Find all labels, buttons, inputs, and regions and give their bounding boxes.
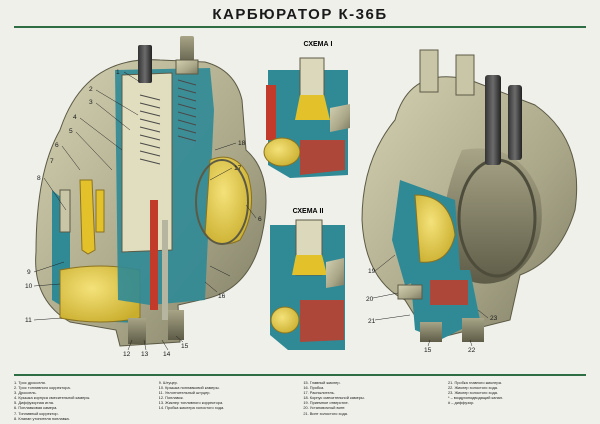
callout-17: 17 — [234, 165, 242, 172]
legend-item: 9. Штуцер. — [158, 380, 178, 385]
callout-21: 21 — [368, 318, 376, 325]
callout-6-b: 6 — [258, 216, 262, 223]
legend-item: 19. Приемное отверстие. — [303, 400, 349, 406]
callout-19: 19 — [368, 268, 376, 275]
legend-item: 16. Пробка. — [303, 385, 325, 391]
legend-column-4: 21. Пробка главного жиклера. 22. Жиклер … — [448, 380, 586, 422]
callout-10: 10 — [25, 283, 33, 290]
legend-item: 3. Дроссель. — [14, 390, 37, 396]
callout-15: 15 — [181, 343, 189, 350]
schema-2-title: СХЕМА II — [293, 208, 324, 215]
legend-item: 23. Жиклер холостого хода. — [447, 390, 499, 396]
legend-item: 21. Пробка главного жиклера. — [447, 380, 502, 385]
legend-item: 20. Установочный винт. — [303, 405, 346, 411]
callout-2: 2 — [89, 86, 93, 93]
schema-2-diagram: СХЕМА II — [270, 208, 345, 350]
leader-lines — [33, 71, 489, 351]
legend-item: 18. Корпус смесительной камеры. — [303, 395, 365, 401]
callout-16: 16 — [218, 293, 226, 300]
callout-9: 9 — [27, 269, 31, 276]
legend-item: 1. Трос дросселя. — [14, 380, 46, 385]
legend-item: 12. Поплавок. — [158, 395, 184, 401]
page-title: КАРБЮРАТОР К-36Б — [212, 6, 388, 23]
legend-item: 15. Главный жиклер. — [303, 380, 341, 385]
legend-item: # – диффузор. — [447, 400, 475, 406]
callout-8: 8 — [37, 175, 41, 182]
legend-item: 17. Распылитель. — [303, 390, 335, 396]
callout-20: 20 — [366, 296, 374, 303]
schema-1-title: СХЕМА I — [304, 41, 333, 48]
callout-22: 22 — [468, 347, 476, 354]
legend-item: 13. Жиклер топливного корректора. — [158, 400, 224, 406]
legend-item: 14. Пробка жиклера холостого хода. — [158, 405, 225, 411]
legend-item: * – воздухоподводящий канал. — [447, 395, 504, 401]
schema-1-diagram: СХЕМА I — [263, 41, 350, 178]
legend-item: 2. Трос топливного корректора. — [14, 385, 71, 391]
legend-item: 8. Клапан утопителя поплавка. — [14, 415, 70, 421]
legend-item: 21. Винт холостого хода. — [303, 410, 348, 416]
callout-4: 4 — [73, 114, 77, 121]
callout-1: 1 — [116, 69, 120, 76]
legend-rule — [14, 374, 586, 376]
callout-3: 3 — [89, 99, 93, 106]
callout-5: 5 — [69, 128, 73, 135]
legend-column-2: 9. Штуцер. 10. Крышка поплавковой камеры… — [159, 380, 297, 422]
legend-item: 6. Поплавковая камера. — [14, 405, 58, 411]
legend-item: 22. Жиклер холостого хода. — [447, 385, 499, 391]
legend: 1. Трос дросселя. 2. Трос топливного кор… — [14, 380, 586, 422]
callout-18: 18 — [238, 140, 246, 147]
callout-15-b: 15 — [424, 347, 432, 354]
callout-6: 6 — [55, 142, 59, 149]
callout-23: 23 — [490, 315, 498, 322]
legend-item: 7. Топливный корректор. — [14, 410, 59, 416]
legend-item: 11. Уплотнительный штуцер. — [158, 390, 211, 396]
callout-7: 7 — [50, 158, 54, 165]
left-cutaway — [35, 36, 267, 347]
legend-item: 4. Крышка корпуса смесительной камеры. — [14, 395, 91, 401]
legend-item: 10. Крышка поплавковой камеры. — [158, 385, 220, 391]
callout-12: 12 — [123, 351, 131, 358]
title-rule — [14, 26, 586, 28]
callout-11: 11 — [25, 317, 32, 324]
callout-13: 13 — [141, 351, 149, 358]
legend-column-3: 15. Главный жиклер. 16. Пробка. 17. Расп… — [303, 380, 441, 422]
legend-item: 5. Диффузорная игла. — [14, 400, 55, 406]
legend-column-1: 1. Трос дросселя. 2. Трос топливного кор… — [14, 380, 152, 422]
right-cutaway — [361, 49, 578, 342]
callout-14: 14 — [163, 351, 171, 358]
